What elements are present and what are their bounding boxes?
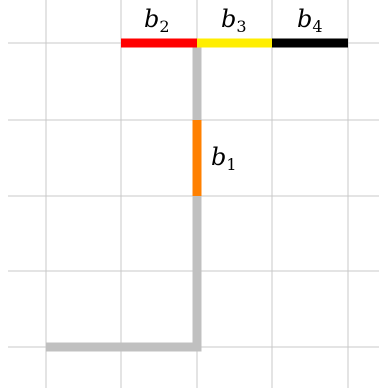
label-b3-sub: 3 <box>236 17 246 36</box>
label-b4-base: b <box>297 5 312 33</box>
label-b3-base: b <box>221 5 236 33</box>
label-b3: b3 <box>221 5 247 36</box>
label-b1-base: b <box>211 143 226 171</box>
label-b1-sub: 1 <box>226 155 236 174</box>
path-segments <box>46 43 202 352</box>
label-b2: b2 <box>144 5 170 36</box>
label-b1: b1 <box>211 143 237 174</box>
label-b2-sub: 2 <box>159 17 169 36</box>
label-b4-sub: 4 <box>312 17 322 36</box>
label-b2-base: b <box>144 5 159 33</box>
label-b4: b4 <box>297 5 323 36</box>
